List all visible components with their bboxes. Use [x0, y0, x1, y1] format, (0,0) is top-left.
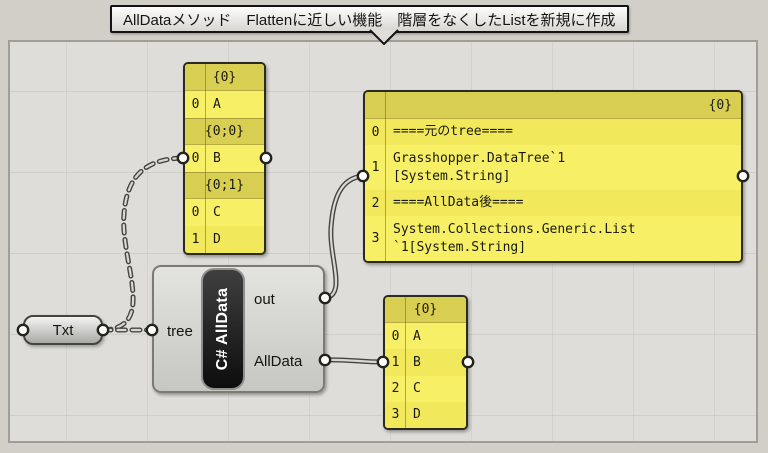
csharp-alldata-component[interactable]: C# AllData tree out AllData	[152, 265, 325, 393]
panel-index-separator	[385, 92, 386, 261]
path-header: {0}	[385, 297, 466, 324]
tooltip-text: AllDataメソッド Flattenに近しい機能 階層をなくしたListを新規…	[123, 11, 616, 29]
panel-index-separator	[405, 297, 406, 428]
panel-row: 2====AllData後====	[365, 190, 741, 216]
txt-parameter[interactable]: Txt	[23, 315, 103, 345]
panel-index-separator	[205, 64, 206, 253]
component-title: C# AllData	[214, 287, 231, 371]
panel-row: 0====元のtree====	[365, 119, 741, 145]
path-header: {0;0}	[185, 118, 264, 145]
tooltip-tail	[369, 29, 399, 45]
tooltip-balloon: AllDataメソッド Flattenに近しい機能 階層をなくしたListを新規…	[110, 5, 629, 33]
path-header: {0}	[365, 92, 741, 119]
txt-parameter-label: Txt	[52, 321, 74, 339]
output-label-out: out	[254, 291, 275, 308]
component-name-capsule[interactable]: C# AllData	[201, 268, 245, 390]
output-label-alldata: AllData	[254, 353, 303, 370]
input-label-tree: tree	[167, 323, 193, 340]
path-header: {0;1}	[185, 172, 264, 199]
path-header: {0}	[185, 64, 264, 91]
